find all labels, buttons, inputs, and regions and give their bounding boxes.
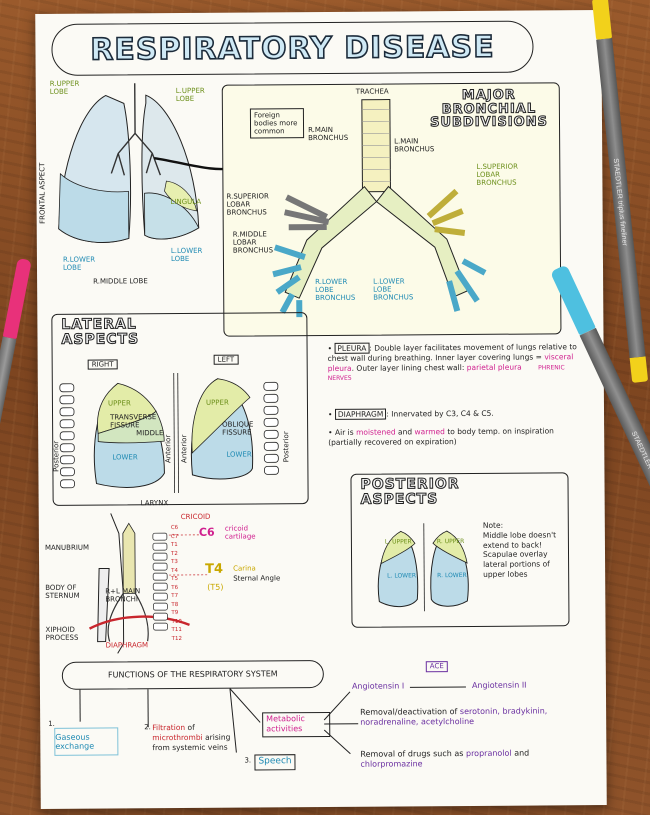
drug-propranolol: propranolol — [465, 748, 512, 758]
vertebra-t7: T7 — [171, 593, 179, 600]
yellow-pen-end — [629, 356, 649, 383]
thorax-skeleton-drawing — [88, 513, 210, 654]
functions-arrows — [79, 686, 466, 755]
func-num-3: 3. — [244, 756, 252, 765]
func-num-1: 1. — [48, 719, 55, 728]
vertebra-t2: T2 — [170, 550, 178, 557]
ace-tag: ACE — [425, 661, 448, 673]
vertebra-t1: T1 — [170, 542, 178, 549]
filtration-of: of — [187, 722, 195, 732]
notes-sheet: RESPIRATORY DISEASE R.UPPER LOBE L.UPPER… — [35, 10, 607, 809]
vertebra-t11: T11 — [171, 626, 182, 634]
angiotensin-1: Angiotensin I — [351, 681, 405, 691]
vertebra-t3: T3 — [171, 559, 178, 566]
vertebra-c7: C7 — [170, 533, 179, 540]
posterior-lungs-drawing — [377, 523, 469, 612]
vertebra-t5: T5 — [171, 576, 179, 583]
lateral-lungs-drawing — [59, 372, 279, 494]
drugs-and: and — [514, 748, 530, 758]
removal1-text: Removal/deactivation of — [360, 707, 458, 717]
vertebra-t10: T10 — [171, 618, 182, 625]
metabolic-activities: Metabolic activities — [262, 711, 331, 738]
removal-deactivation: Removal/deactivation of serotonin, brady… — [360, 706, 590, 728]
gaseous-exchange: Gaseous exchange — [54, 727, 119, 756]
frontal-lungs-drawing — [58, 83, 244, 243]
vertebra-t8: T8 — [171, 601, 179, 608]
bronchial-tree-drawing — [272, 99, 487, 318]
speech: Speech — [254, 754, 296, 771]
vertebra-t9: T9 — [171, 610, 179, 617]
removal-drugs: Removal of drugs such as propranolol and… — [360, 748, 590, 770]
func-num-2: 2. — [144, 723, 151, 732]
microthrombi: microthrombi — [152, 732, 203, 742]
vertebra-c6: C6 — [170, 525, 179, 532]
angiotensin-2: Angiotensin II — [471, 680, 527, 690]
filtration: Filtration — [152, 722, 186, 733]
removal2-text: Removal of drugs such as — [360, 749, 464, 759]
vertebra-t12: T12 — [171, 635, 182, 642]
filtration-note: Filtration of microthrombi arising from … — [152, 723, 234, 753]
drug-chlorpromazine: chlorpromazine — [360, 759, 423, 770]
vertebra-t6: T6 — [171, 584, 179, 591]
vertebra-t4: T4 — [171, 567, 179, 574]
